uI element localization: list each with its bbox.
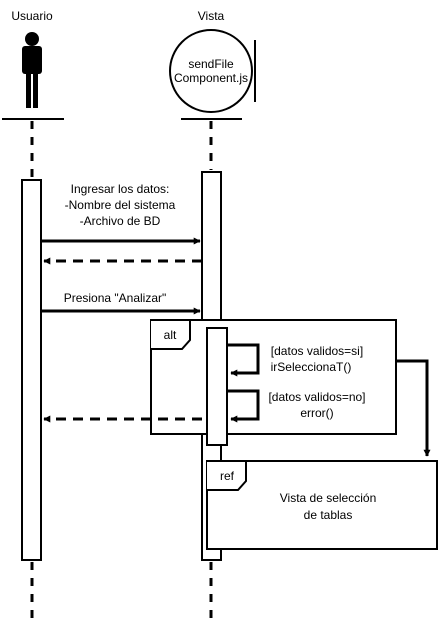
alt-call-1: irSeleccionaT()	[271, 360, 352, 374]
alt-fragment: alt [datos validos=si] irSeleccionaT() […	[150, 319, 397, 446]
participant-usuario: Usuario	[2, 9, 64, 623]
ref-fragment: ref Vista de selección de tablas	[206, 460, 438, 550]
alt-guard-2: [datos validos=no]	[268, 390, 365, 404]
alt-label: alt	[164, 328, 177, 342]
ref-label-tab	[207, 460, 247, 491]
message-ingresar-line3: -Archivo de BD	[80, 214, 161, 228]
boundary-name-line2: Component.js	[174, 71, 248, 85]
ref-label: ref	[220, 469, 235, 483]
message-ingresar-line2: -Nombre del sistema	[65, 198, 176, 212]
self-message-2-arrow	[227, 389, 260, 423]
actor-icon	[22, 32, 42, 108]
alt-frame	[150, 319, 397, 435]
activation-vista-alt	[206, 327, 228, 446]
connector-to-ref	[396, 359, 431, 457]
participant-vista-label: Vista	[198, 9, 225, 23]
message-analizar-label: Presiona "Analizar"	[64, 291, 167, 305]
activation-usuario	[21, 179, 42, 561]
alt-guard-1: [datos validos=si]	[271, 344, 363, 358]
message-ingresar-line1: Ingresar los datos:	[71, 182, 170, 196]
ref-text-line1: Vista de selección	[280, 491, 377, 505]
boundary-icon	[169, 29, 256, 113]
ref-text-line2: de tablas	[304, 508, 353, 522]
participant-usuario-label: Usuario	[11, 9, 53, 23]
self-message-1-arrow	[227, 343, 260, 377]
message-ingresar-datos: Ingresar los datos: -Nombre del sistema …	[41, 182, 201, 245]
alt-label-tab	[151, 319, 191, 350]
boundary-name-line1: sendFile	[188, 57, 234, 71]
message-analizar: Presiona "Analizar"	[41, 291, 201, 315]
alt-call-2: error()	[300, 406, 333, 420]
